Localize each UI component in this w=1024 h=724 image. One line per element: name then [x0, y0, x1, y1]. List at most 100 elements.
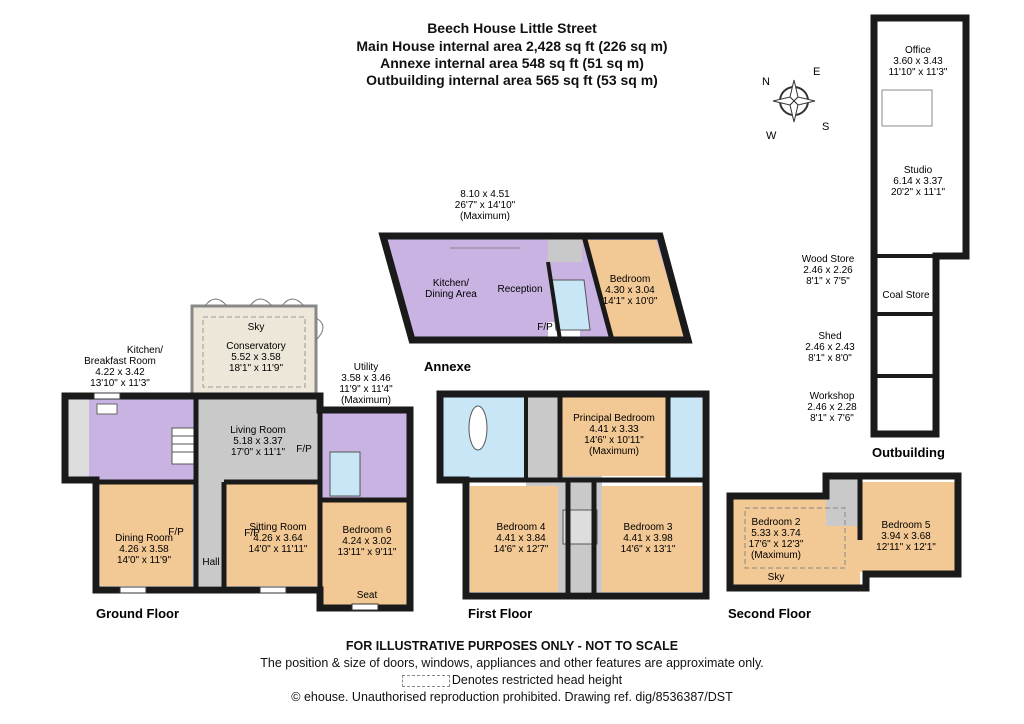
office-3: 11'10" x 11'3" — [889, 67, 948, 78]
principal-bedroom-4: (Maximum) — [589, 446, 639, 457]
copyright: © ehouse. Unauthorised reproduction proh… — [291, 690, 733, 704]
first-floor-title: First Floor — [468, 606, 532, 621]
bedroom6-seat: Seat — [357, 590, 378, 601]
approximation-note: The position & size of doors, windows, a… — [260, 656, 764, 670]
utility-label-3: 11'9" x 11'4" — [339, 384, 393, 395]
restricted-height-swatch — [401, 674, 450, 687]
compass-icon: N E S W — [762, 66, 829, 142]
principal-bedroom-2: 4.41 x 3.33 — [589, 424, 639, 435]
main-house-area: Main House internal area 2,428 sq ft (22… — [356, 38, 668, 54]
plan-title: Beech House Little Street — [427, 20, 597, 36]
shed-1: Shed — [818, 331, 841, 342]
conservatory-label-3: 18'1" x 11'9" — [229, 363, 284, 374]
coal-store-label: Coal Store — [882, 290, 930, 301]
bedroom4-1: Bedroom 4 — [497, 522, 546, 533]
first-floor-plan: Principal Bedroom 4.41 x 3.33 14'6" x 10… — [436, 390, 710, 600]
bedroom4-2: 4.41 x 3.84 — [496, 533, 546, 544]
bedroom3-3: 14'6" x 13'1" — [621, 544, 676, 555]
bedroom4-3: 14'6" x 12'7" — [494, 544, 549, 555]
reception-label: Reception — [497, 284, 542, 295]
annexe-plan: 8.10 x 4.51 26'7" x 14'10" (Maximum) Kit… — [378, 189, 693, 344]
studio-2: 6.14 x 3.37 — [893, 176, 943, 187]
legend-text: Denotes restricted head height — [451, 673, 623, 687]
dining-room-label-3: 14'0" x 11'9" — [117, 555, 172, 566]
outbuilding-title: Outbuilding — [872, 445, 945, 460]
annexe-kitchen-2: Dining Area — [425, 289, 477, 300]
kitchen-breakfast-label-4: 13'10" x 11'3" — [90, 378, 150, 389]
compass-e: E — [813, 66, 820, 78]
workshop-1: Workshop — [810, 391, 855, 402]
living-room-label-3: 17'0" x 11'1" — [231, 447, 286, 458]
living-room — [196, 396, 320, 484]
bedroom5-1: Bedroom 5 — [882, 520, 931, 531]
annexe-bedroom-2: 4.30 x 3.04 — [605, 285, 655, 296]
office-2: 3.60 x 3.43 — [893, 56, 943, 67]
living-room-label-1: Living Room — [230, 425, 286, 436]
compass-w: W — [766, 130, 777, 142]
wood-store-1: Wood Store — [802, 254, 855, 265]
bedroom5-2: 3.94 x 3.68 — [881, 531, 931, 542]
workshop-2: 2.46 x 2.28 — [807, 402, 857, 413]
second-floor-plan: Bedroom 2 5.33 x 3.74 17'6" x 12'3" (Max… — [726, 472, 962, 592]
kitchen-breakfast-label-1: Kitchen/ — [127, 345, 163, 356]
living-room-label-2: 5.18 x 3.37 — [233, 436, 283, 447]
annexe-kitchen-1: Kitchen/ — [433, 278, 469, 289]
annexe-overall-2: 26'7" x 14'10" — [455, 200, 516, 211]
ground-floor-title: Ground Floor — [96, 606, 179, 621]
second-floor-title: Second Floor — [728, 606, 811, 621]
conservatory-label-1: Conservatory — [226, 341, 285, 352]
utility-label-2: 3.58 x 3.46 — [341, 373, 391, 384]
hall-label: Hall — [202, 557, 219, 568]
annexe-title: Annexe — [424, 359, 471, 374]
bedroom3-2: 4.41 x 3.98 — [623, 533, 673, 544]
dining-room — [100, 482, 192, 586]
annexe-bedroom-1: Bedroom — [610, 274, 651, 285]
compass-n: N — [762, 76, 770, 88]
outbuilding-plan: Office 3.60 x 3.43 11'10" x 11'3" Studio… — [802, 14, 970, 438]
fp-label-living: F/P — [296, 444, 312, 455]
bedroom3-1: Bedroom 3 — [624, 522, 673, 533]
utility-label-1: Utility — [354, 362, 378, 373]
annexe-area: Annexe internal area 548 sq ft (51 sq m) — [380, 55, 644, 71]
bedroom2-4: (Maximum) — [751, 550, 801, 561]
annexe-overall-1: 8.10 x 4.51 — [460, 189, 510, 200]
workshop-3: 8'1" x 7'6" — [810, 413, 854, 424]
fp-label-sitting: F/P — [244, 528, 260, 539]
principal-bedroom-1: Principal Bedroom — [573, 413, 655, 424]
ground-floor-plan: Kitchen/ Breakfast Room 4.22 x 3.42 13'1… — [61, 298, 414, 612]
studio-3: 20'2" x 11'1" — [891, 187, 946, 198]
bedroom6-label-2: 4.24 x 3.02 — [342, 536, 392, 547]
conservatory-sky: Sky — [248, 322, 265, 333]
kitchen-breakfast-label-3: 4.22 x 3.42 — [95, 367, 145, 378]
bedroom6-label-3: 13'11" x 9'11" — [338, 547, 397, 558]
bedroom-6 — [322, 500, 410, 606]
bedroom2-sky: Sky — [768, 572, 785, 583]
annexe-overall-3: (Maximum) — [460, 211, 510, 222]
shed-3: 8'1" x 8'0" — [808, 353, 852, 364]
conservatory-label-2: 5.52 x 3.58 — [231, 352, 281, 363]
dining-room-label-2: 4.26 x 3.58 — [119, 544, 169, 555]
sitting-room-label-2: 4.26 x 3.64 — [253, 533, 303, 544]
bedroom2-3: 17'6" x 12'3" — [749, 539, 804, 550]
wood-store-2: 2.46 x 2.26 — [803, 265, 853, 276]
sitting-room-label-3: 14'0" x 11'11" — [249, 544, 308, 555]
shed-2: 2.46 x 2.43 — [805, 342, 855, 353]
utility-label-4: (Maximum) — [341, 395, 391, 406]
bedroom5-3: 12'11" x 12'1" — [876, 542, 936, 553]
principal-bedroom-3: 14'6" x 10'11" — [584, 435, 644, 446]
disclaimer: FOR ILLUSTRATIVE PURPOSES ONLY - NOT TO … — [345, 639, 679, 653]
fp-label-annexe: F/P — [537, 322, 553, 333]
legend: Denotes restricted head height — [0, 673, 1024, 687]
studio-1: Studio — [904, 165, 933, 176]
sitting-room-label-1: Sitting Room — [249, 522, 306, 533]
bedroom2-1: Bedroom 2 — [752, 517, 801, 528]
sitting-room — [224, 482, 318, 586]
compass-s: S — [822, 121, 829, 133]
outbuilding-area: Outbuilding internal area 565 sq ft (53 … — [366, 72, 658, 88]
office-1: Office — [905, 45, 931, 56]
dining-room-label-1: Dining Room — [115, 533, 173, 544]
fp-label-dining: F/P — [168, 527, 184, 538]
bedroom2-2: 5.33 x 3.74 — [751, 528, 801, 539]
annexe-bedroom-3: 14'1" x 10'0" — [603, 296, 658, 307]
